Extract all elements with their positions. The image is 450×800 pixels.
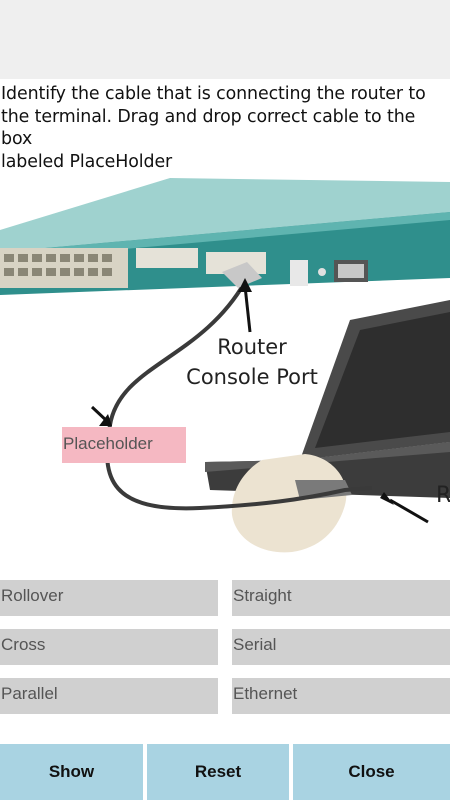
placeholder-drop-target[interactable]: Placeholder <box>62 427 186 463</box>
option-rollover[interactable]: Rollover <box>0 580 218 616</box>
close-button[interactable]: Close <box>293 744 450 800</box>
router-console-label-line2: Console Port <box>186 365 318 389</box>
option-serial[interactable]: Serial <box>232 629 450 665</box>
question-text: Identify the cable that is connecting th… <box>1 83 449 173</box>
console-cable <box>105 280 373 511</box>
cut-off-label: R <box>436 483 450 508</box>
question-line-3: labeled PlaceHolder <box>1 151 173 172</box>
reset-button[interactable]: Reset <box>147 744 289 800</box>
router-terminal-illustration: Router Console Port R <box>0 178 450 553</box>
hand-image <box>231 454 352 553</box>
top-bar <box>0 0 450 79</box>
option-ethernet[interactable]: Ethernet <box>232 678 450 714</box>
question-line-2: the terminal. Drag and drop correct cabl… <box>1 106 416 150</box>
option-cross[interactable]: Cross <box>0 629 218 665</box>
router-image <box>0 178 450 295</box>
option-parallel[interactable]: Parallel <box>0 678 218 714</box>
option-straight[interactable]: Straight <box>232 580 450 616</box>
router-console-label-line1: Router <box>217 335 287 359</box>
show-button[interactable]: Show <box>0 744 143 800</box>
question-line-1: Identify the cable that is connecting th… <box>1 84 426 104</box>
annotation-arrows <box>90 278 429 524</box>
